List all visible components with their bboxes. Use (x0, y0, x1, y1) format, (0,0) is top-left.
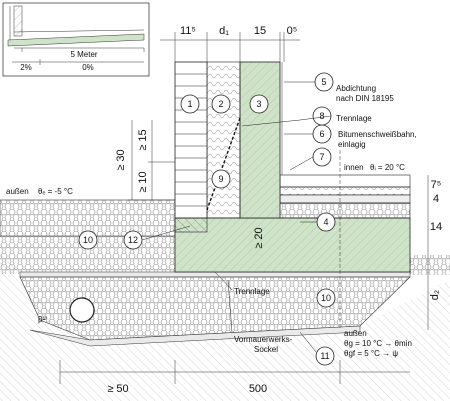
label-innen: innen (344, 163, 364, 172)
dim-right-3: 14 (430, 221, 442, 233)
label-bitumen-1: Bitumenschweißbahn, (338, 130, 417, 139)
svg-text:2: 2 (218, 99, 223, 109)
label-beta: β¹⁾ (38, 315, 47, 324)
dim-right-1: 7⁵ (431, 179, 442, 191)
dim-bottom-1: ≥ 50 (107, 383, 128, 395)
callout-10b: 10 (316, 288, 336, 308)
labels: Abdichtung nach DIN 18195 Trennlage Bitu… (6, 84, 417, 358)
svg-text:11: 11 (320, 351, 329, 361)
dim-left-3: ≥ 10 (137, 171, 149, 192)
callout-9: 9 (211, 169, 231, 189)
callout-8: 8 (312, 106, 332, 126)
callout-10a: 10 (78, 230, 98, 250)
svg-text:12: 12 (128, 235, 138, 245)
inset-slope-right: 0% (82, 63, 94, 72)
brick-courses (175, 73, 207, 207)
svg-text:4: 4 (323, 217, 328, 227)
dim-top-3: 15 (254, 25, 266, 37)
svg-text:10: 10 (83, 235, 93, 245)
svg-text:3: 3 (256, 99, 261, 109)
label-theta-i: θᵢ = 20 °C (370, 163, 405, 172)
drain-pipe (69, 297, 95, 323)
label-aussen-right: außen (344, 329, 367, 338)
label-bitumen-2: einlagig (338, 140, 366, 149)
dim-right-2: 4 (433, 193, 439, 205)
ground-layers (0, 199, 450, 401)
callout-12: 12 (123, 230, 143, 250)
inset-slope-left: 2% (20, 63, 32, 72)
svg-text:6: 6 (319, 129, 324, 139)
svg-text:7: 7 (319, 152, 324, 162)
label-abdichtung-1: Abdichtung (336, 84, 376, 93)
svg-text:8: 8 (319, 111, 324, 121)
label-theta-gf: θgf = 5 °C → ψ (344, 349, 398, 358)
dim-top-2: d₁ (219, 25, 229, 37)
callout-5: 5 (314, 72, 334, 92)
callout-6: 6 (312, 124, 332, 144)
label-sockel-2: Sockel (254, 345, 278, 354)
dim-left-1: ≥ 30 (115, 149, 127, 170)
label-theta-e: θₑ = -5 °C (38, 187, 73, 196)
label-sockel-1: Vormauerwerks- (234, 335, 293, 344)
dim-top-1: 11⁵ (180, 25, 196, 37)
label-abdichtung-2: nach DIN 18195 (336, 94, 394, 103)
dim-center: ≥ 20 (253, 227, 265, 248)
label-aussen-left: außen (6, 187, 29, 196)
dim-bottom-2: 500 (249, 383, 267, 395)
callout-3: 3 (249, 94, 269, 114)
dim-right-4: d₂ (429, 290, 441, 300)
callout-2: 2 (211, 94, 231, 114)
inset-sketch: 5 Meter 2% 0% (2, 2, 150, 77)
structure (160, 32, 411, 330)
callout-1: 1 (180, 94, 200, 114)
svg-text:10: 10 (321, 293, 331, 303)
callout-4: 4 (316, 212, 336, 232)
svg-text:1: 1 (187, 99, 192, 109)
dim-left-2: ≥ 15 (137, 129, 149, 150)
label-trennlage-top: Trennlage (336, 114, 372, 123)
label-theta-g: θg = 10 °C → θmin (344, 339, 412, 348)
label-trennlage-bottom: Trennlage (234, 287, 270, 296)
svg-text:5: 5 (321, 77, 326, 87)
svg-text:9: 9 (218, 174, 223, 184)
callout-7: 7 (312, 147, 332, 167)
dim-top-4: 0⁵ (287, 25, 298, 37)
leader-lines (141, 81, 332, 353)
inset-length-label: 5 Meter (70, 50, 97, 59)
dimensions: 11⁵ d₁ 15 0⁵ ≥ 30 ≥ 15 ≥ 10 7⁵ 4 14 d₂ ≥… (59, 25, 442, 395)
callout-11: 11 (315, 346, 335, 366)
